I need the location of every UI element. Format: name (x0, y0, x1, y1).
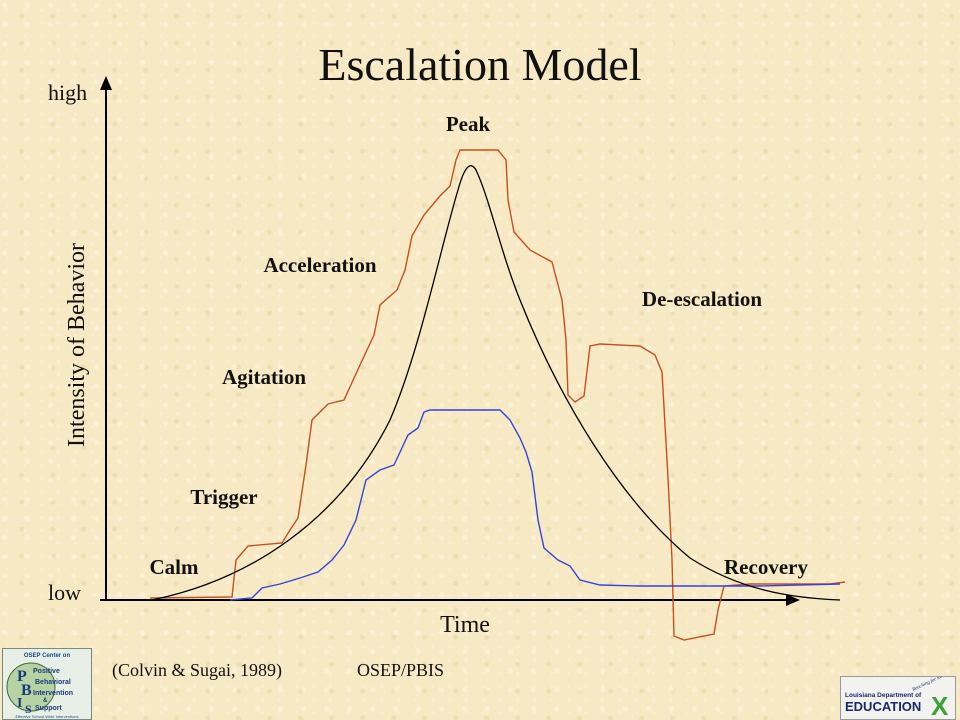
phase-label-deescalation: De-escalation (642, 287, 762, 311)
x-axis-title: Time (440, 612, 490, 638)
phase-label-acceleration: Acceleration (263, 253, 376, 277)
logo-right-name: Louisiana Department of (845, 692, 922, 699)
svg-text:P: P (17, 668, 27, 685)
logo-left-footer: Effective School-Wide Interventions (15, 714, 78, 719)
logo-left-word-2: Behavioral (35, 679, 71, 686)
logo-left-word-3: Intervention (33, 690, 73, 697)
louisiana-education-logo[interactable]: Louisiana Department of EDUCATION Reachi… (840, 676, 956, 720)
citation-reference: (Colvin & Sugai, 1989) (112, 660, 282, 681)
main-escalation-curve (151, 165, 841, 601)
blue-escalation-curve (229, 409, 841, 601)
phase-label-calm: Calm (150, 555, 200, 579)
svg-text:I: I (17, 696, 22, 711)
slide-title: Escalation Model (318, 39, 642, 90)
logo-left-word-5: Support (35, 705, 62, 712)
phase-label-agitation: Agitation (222, 365, 306, 389)
y-low-label: low (48, 580, 81, 605)
logo-left-word-4: & (43, 698, 48, 704)
logo-left-word-1: Positive (33, 668, 60, 675)
osep-pbis-logo[interactable]: OSEP Center on P B I S Positive Behavior… (2, 648, 92, 720)
y-high-label: high (48, 80, 87, 105)
logo-left-header: OSEP Center on (24, 653, 71, 659)
phase-label-peak: Peak (446, 112, 491, 136)
logo-right-main: EDUCATION (845, 699, 921, 714)
y-axis-title: Intensity of Behavior (64, 243, 90, 447)
svg-text:B: B (21, 682, 32, 699)
citation-org: OSEP/PBIS (357, 660, 444, 680)
svg-text:S: S (25, 702, 32, 716)
phase-label-recovery: Recovery (724, 555, 808, 579)
phase-label-trigger: Trigger (190, 485, 257, 509)
x-mark-icon: X (931, 691, 949, 720)
orange-escalation-curve (149, 149, 846, 641)
